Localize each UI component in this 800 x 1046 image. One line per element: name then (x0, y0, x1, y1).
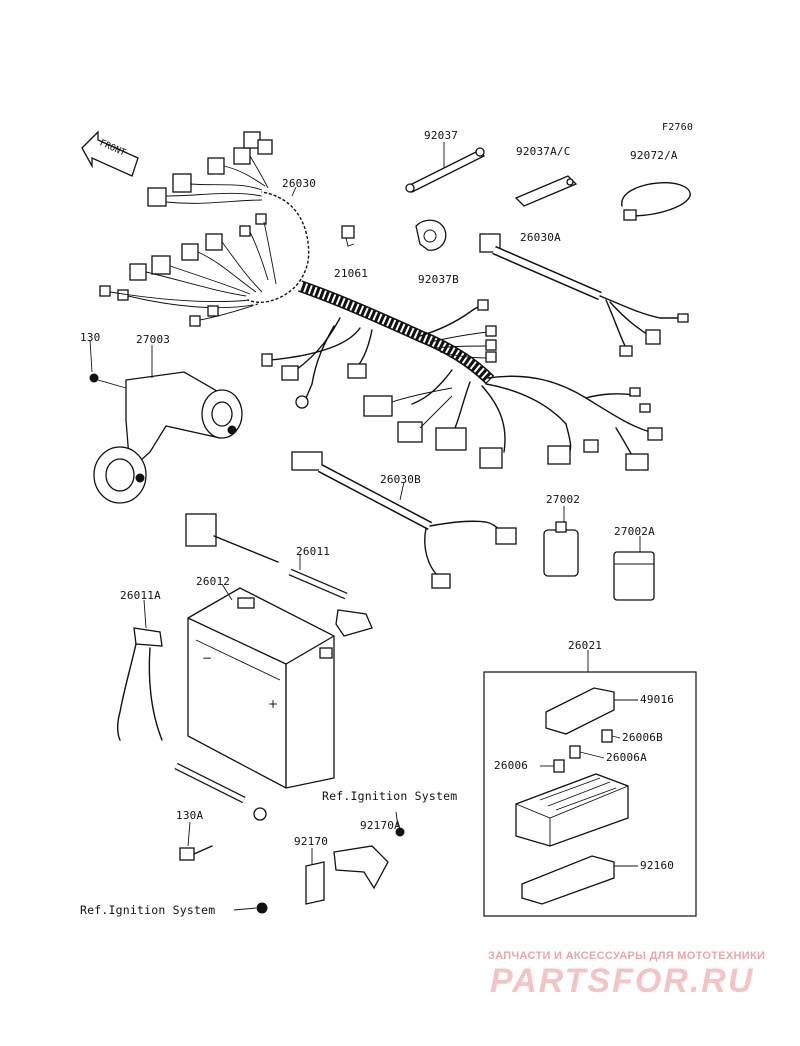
cable-26011 (185, 513, 373, 637)
part-label-92037ac: 92037A/C (516, 145, 571, 158)
ref-ignition-upper: Ref.Ignition System (322, 789, 458, 803)
part-label-26030a: 26030A (520, 231, 561, 244)
band-92037 (405, 142, 485, 193)
part-label-26030b: 26030B (380, 473, 421, 486)
part-label-27002a: 27002A (614, 525, 655, 538)
horn-27003 (89, 339, 243, 504)
band-92037ac (514, 175, 578, 207)
bracket-92170a (333, 811, 405, 890)
bolt-130a (179, 821, 213, 861)
front-arrow-icon: FRONT (81, 130, 139, 177)
svg-text:+: + (268, 697, 278, 711)
part-label-92170a: 92170A (360, 819, 401, 832)
watermark-logo: PARTSFOR.RU (490, 962, 755, 1000)
part-label-26006: 26006 (494, 759, 529, 772)
ref-ignition-lower: Ref.Ignition System (80, 903, 216, 917)
part-label-26012: 26012 (196, 575, 231, 588)
part-label-130a: 130A (176, 809, 204, 822)
part-label-92170: 92170 (294, 835, 329, 848)
part-label-130: 130 (80, 331, 101, 344)
clamp-92037b (415, 219, 447, 251)
harness-26030a (479, 233, 689, 357)
part-label-26006b: 26006B (622, 731, 663, 744)
part-label-26011: 26011 (296, 545, 331, 558)
part-label-26021: 26021 (568, 639, 603, 652)
part-label-92037b: 92037B (418, 273, 459, 286)
figure-code: F2760 (662, 122, 694, 133)
cable-tie-92072a (621, 182, 691, 221)
part-label-49016: 49016 (640, 693, 675, 706)
relay-27002a (613, 536, 655, 601)
cable-26011a (117, 599, 267, 821)
battery-26012: − + (187, 583, 335, 789)
fuse-box-frame (483, 650, 697, 917)
watermark-tagline: ЗАПЧАСТИ И АКСЕССУАРЫ ДЛЯ МОТОТЕХНИКИ (488, 950, 766, 962)
svg-text:−: − (202, 651, 212, 665)
part-label-92037: 92037 (424, 129, 459, 142)
part-label-92072a: 92072/A (630, 149, 678, 162)
part-label-26030: 26030 (282, 177, 317, 190)
main-harness (99, 131, 663, 471)
part-label-27003: 27003 (136, 333, 171, 346)
part-label-26011a: 26011A (120, 589, 161, 602)
part-label-92160: 92160 (640, 859, 675, 872)
relay-27002 (543, 506, 579, 577)
bracket-92170 (256, 848, 325, 914)
harness-26030b (291, 451, 517, 589)
part-label-27002: 27002 (546, 493, 581, 506)
clip-21061 (341, 225, 355, 247)
part-label-21061: 21061 (334, 267, 369, 280)
part-label-26006a: 26006A (606, 751, 647, 764)
